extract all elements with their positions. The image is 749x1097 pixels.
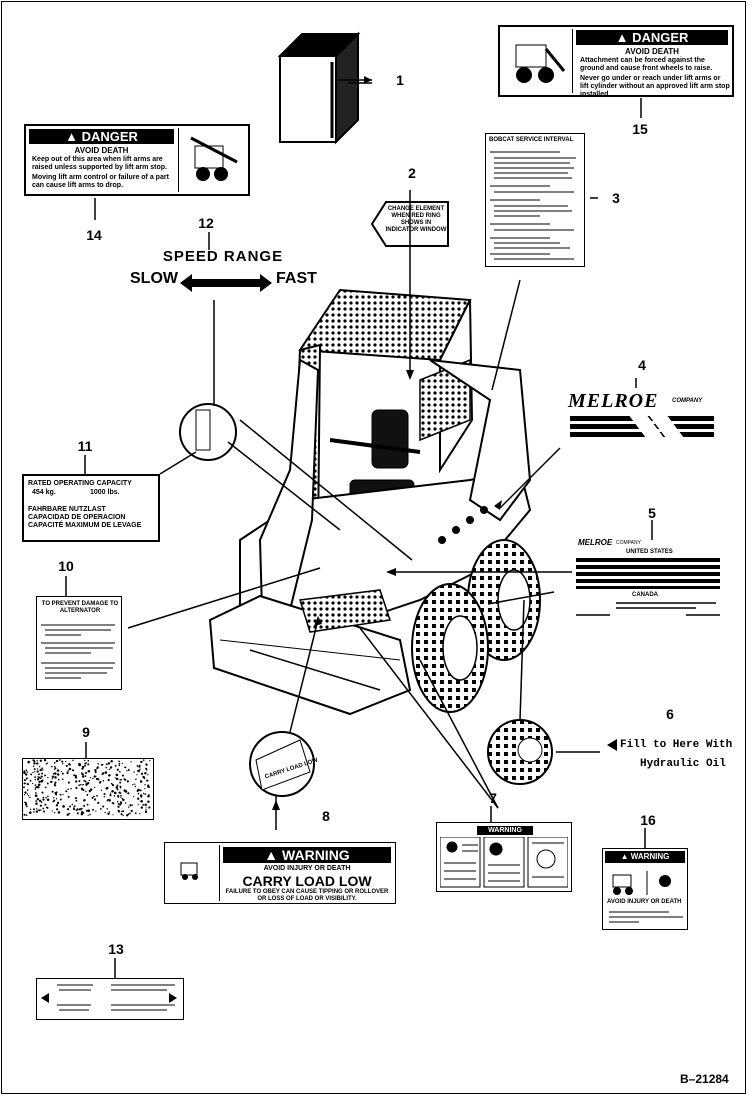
callout-1: 1: [396, 72, 404, 88]
callout-13: 13: [108, 941, 124, 957]
decal-8-title: ▲ WARNING: [223, 847, 391, 863]
decal-kit-box: [277, 31, 372, 145]
decal-5-patent: MELROE COMPANY UNITED STATES CANADA: [574, 538, 722, 620]
decal-13-control: [36, 978, 184, 1020]
decal-14-bullet-2: Moving lift arm control or failure of a …: [32, 174, 169, 189]
patent-us: UNITED STATES: [626, 549, 673, 555]
decal-8-main: CARRY LOAD LOW: [242, 873, 372, 889]
arrow-left-icon: [607, 739, 617, 751]
callout-5: 5: [648, 505, 656, 521]
capacity-title: RATED OPERATING CAPACITY: [28, 480, 132, 487]
decal-9-nonslip-pad: [22, 758, 154, 820]
decal-16-title: ▲ WARNING: [605, 851, 685, 863]
decal-14-bullet-1: Keep out of this area when lift arms are…: [32, 156, 167, 171]
callout-10: 10: [58, 558, 74, 574]
decal-7-warning: WARNING: [436, 822, 572, 892]
decal-14-subtitle: AVOID DEATH: [74, 146, 129, 155]
drawing-id: B–21284: [680, 1072, 729, 1086]
lift-arm-pictogram-icon: [178, 128, 247, 192]
callout-4: 4: [638, 357, 646, 373]
speed-slow-label: SLOW: [130, 270, 178, 287]
decal-4-melroe-logo: MELROE COMPANY: [568, 388, 718, 440]
decal-8-text: FAILURE TO OBEY CAN CAUSE TIPPING OR ROL…: [225, 889, 389, 902]
hydraulic-line-1: Fill to Here With: [620, 739, 733, 751]
decal-2-line-2: WHEN RED RING: [391, 213, 441, 219]
skid-steer-pictogram-icon: [502, 29, 573, 93]
hydraulic-line-2: Hydraulic Oil: [640, 758, 726, 770]
decal-12-speed-range: SPEED RANGE SLOW FAST: [128, 248, 328, 296]
callout-3: 3: [612, 190, 620, 206]
callout-14: 14: [86, 227, 102, 243]
callout-16: 16: [640, 812, 656, 828]
decal-2-line-4: INDICATOR WINDOW: [385, 227, 447, 233]
patent-number-grid: [576, 558, 720, 589]
decal-16-pictogram-icon: [612, 871, 671, 895]
capacity-spanish: CAPACIDAD DE OPERACION: [28, 514, 126, 521]
melroe-company: COMPANY: [672, 398, 703, 404]
decal-13-fine-print: [41, 984, 177, 1011]
decal-16-warning: ▲ WARNING AVOID INJURY OR DEATH: [602, 848, 688, 930]
decal-3-title: BOBCAT SERVICE INTERVAL: [489, 137, 574, 143]
decal-15-bullet-1: Attachment can be forced against the gro…: [580, 57, 713, 72]
decal-14-title: ▲ DANGER: [29, 129, 174, 144]
decal-3-service-interval: BOBCAT SERVICE INTERVAL: [485, 133, 585, 267]
decal-15-danger: ▲ DANGER AVOID DEATH Attachment can be f…: [498, 25, 734, 98]
stipple-pattern: [23, 759, 151, 817]
melroe-stripes-icon: [570, 414, 714, 438]
capacity-french: CAPACITÉ MAXIMUM DE LEVAGE: [28, 522, 142, 529]
speed-range-title: SPEED RANGE: [162, 248, 284, 265]
decal-14-danger: ▲ DANGER AVOID DEATH Keep out of this ar…: [24, 124, 250, 196]
decal-8-carry-load-low: ▲ WARNING AVOID INJURY OR DEATH CARRY LO…: [164, 842, 396, 904]
capacity-german: FAHRBARE NUTZLAST: [28, 506, 106, 513]
callout-12: 12: [198, 215, 214, 231]
decal-2-line-3: SHOWS IN: [400, 220, 432, 226]
decal-6-hydraulic-oil: Fill to Here With Hydraulic Oil: [606, 736, 746, 776]
capacity-kg: 454 kg.: [32, 489, 56, 496]
decal-15-subtitle: AVOID DEATH: [625, 47, 679, 56]
decal-2-filter-indicator: CHANGE ELEMENT WHEN RED RING SHOWS IN IN…: [370, 200, 450, 248]
callout-9: 9: [82, 724, 90, 740]
decal-11-rated-capacity: RATED OPERATING CAPACITY 454 kg. 1000 lb…: [22, 474, 160, 542]
callout-11: 11: [77, 438, 93, 454]
callout-6: 6: [666, 706, 674, 722]
patent-company: COMPANY: [616, 540, 641, 546]
decal-7-pictograms: [440, 837, 568, 888]
alternator-title: TO PREVENT DAMAGE TO ALTERNATOR: [41, 601, 119, 614]
decal-7-title: WARNING: [477, 826, 533, 835]
speed-fast-label: FAST: [276, 270, 317, 287]
callout-8: 8: [322, 808, 330, 824]
decal-15-bullet-2: Never go under or reach under lift arms …: [580, 75, 730, 98]
decal-8-subtitle: AVOID INJURY OR DEATH: [263, 865, 351, 872]
decal-3-fine-print: [490, 151, 576, 260]
patent-canada: CANADA: [632, 592, 658, 598]
decal-10-alternator: TO PREVENT DAMAGE TO ALTERNATOR: [36, 596, 122, 690]
patent-brand: MELROE: [578, 538, 613, 547]
double-arrow-icon: [180, 274, 272, 292]
melroe-brand: MELROE: [568, 390, 659, 412]
decal-2-line-1: CHANGE ELEMENT: [387, 206, 445, 212]
callout-2: 2: [408, 165, 416, 181]
decal-15-title: ▲ DANGER: [576, 30, 728, 45]
capacity-lbs: 1000 lbs.: [90, 489, 120, 496]
callout-15: 15: [632, 121, 648, 137]
tipping-pictogram-icon: [167, 845, 220, 901]
decal-16-subtitle: AVOID INJURY OR DEATH: [607, 899, 682, 905]
